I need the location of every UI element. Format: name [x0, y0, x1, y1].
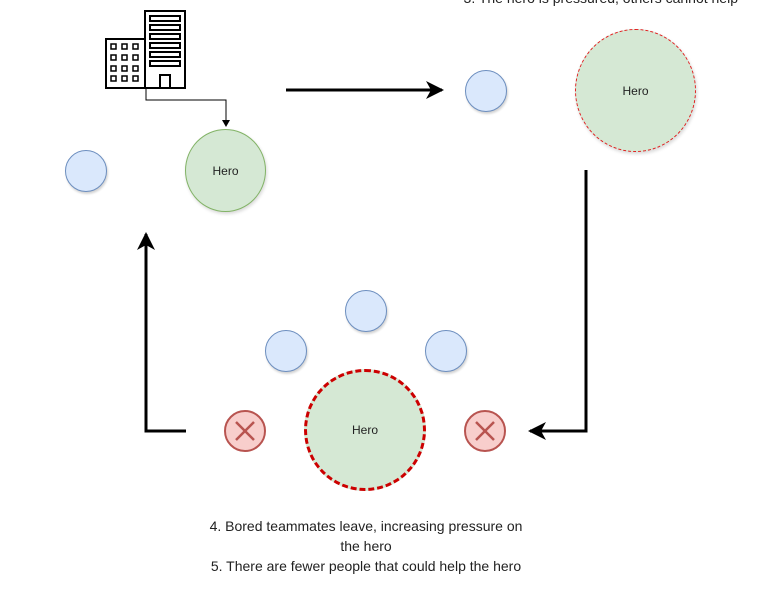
attrition-caption: 4. Bored teammates leave, increasing pre…	[206, 516, 526, 576]
hero-label: Hero	[212, 163, 239, 178]
teammate-circle	[465, 70, 507, 112]
x-circle-icon	[224, 410, 266, 452]
hero-label: Hero	[622, 83, 649, 98]
hero-label: Hero	[351, 423, 378, 437]
caption-line: 5. There are fewer people that could hel…	[210, 558, 522, 574]
overloaded-hero-circle: Hero	[304, 369, 426, 491]
pressure-caption: 3. The hero is pressured, others cannot …	[464, 0, 738, 8]
hero-circle: Hero	[185, 129, 266, 212]
teammate-circle	[65, 150, 107, 192]
x-circle-icon	[464, 410, 506, 452]
pressured-hero-circle: Hero	[575, 29, 696, 152]
teammate-circle	[345, 290, 387, 332]
arrow-step-down	[528, 170, 588, 440]
caption-line: 4. Bored teammates leave, increasing pre…	[209, 518, 523, 554]
building-icon	[105, 10, 186, 89]
building-to-hero-connector	[145, 86, 230, 127]
teammate-circle	[425, 330, 467, 372]
arrow-step-back	[137, 232, 186, 433]
teammate-circle	[265, 330, 307, 372]
